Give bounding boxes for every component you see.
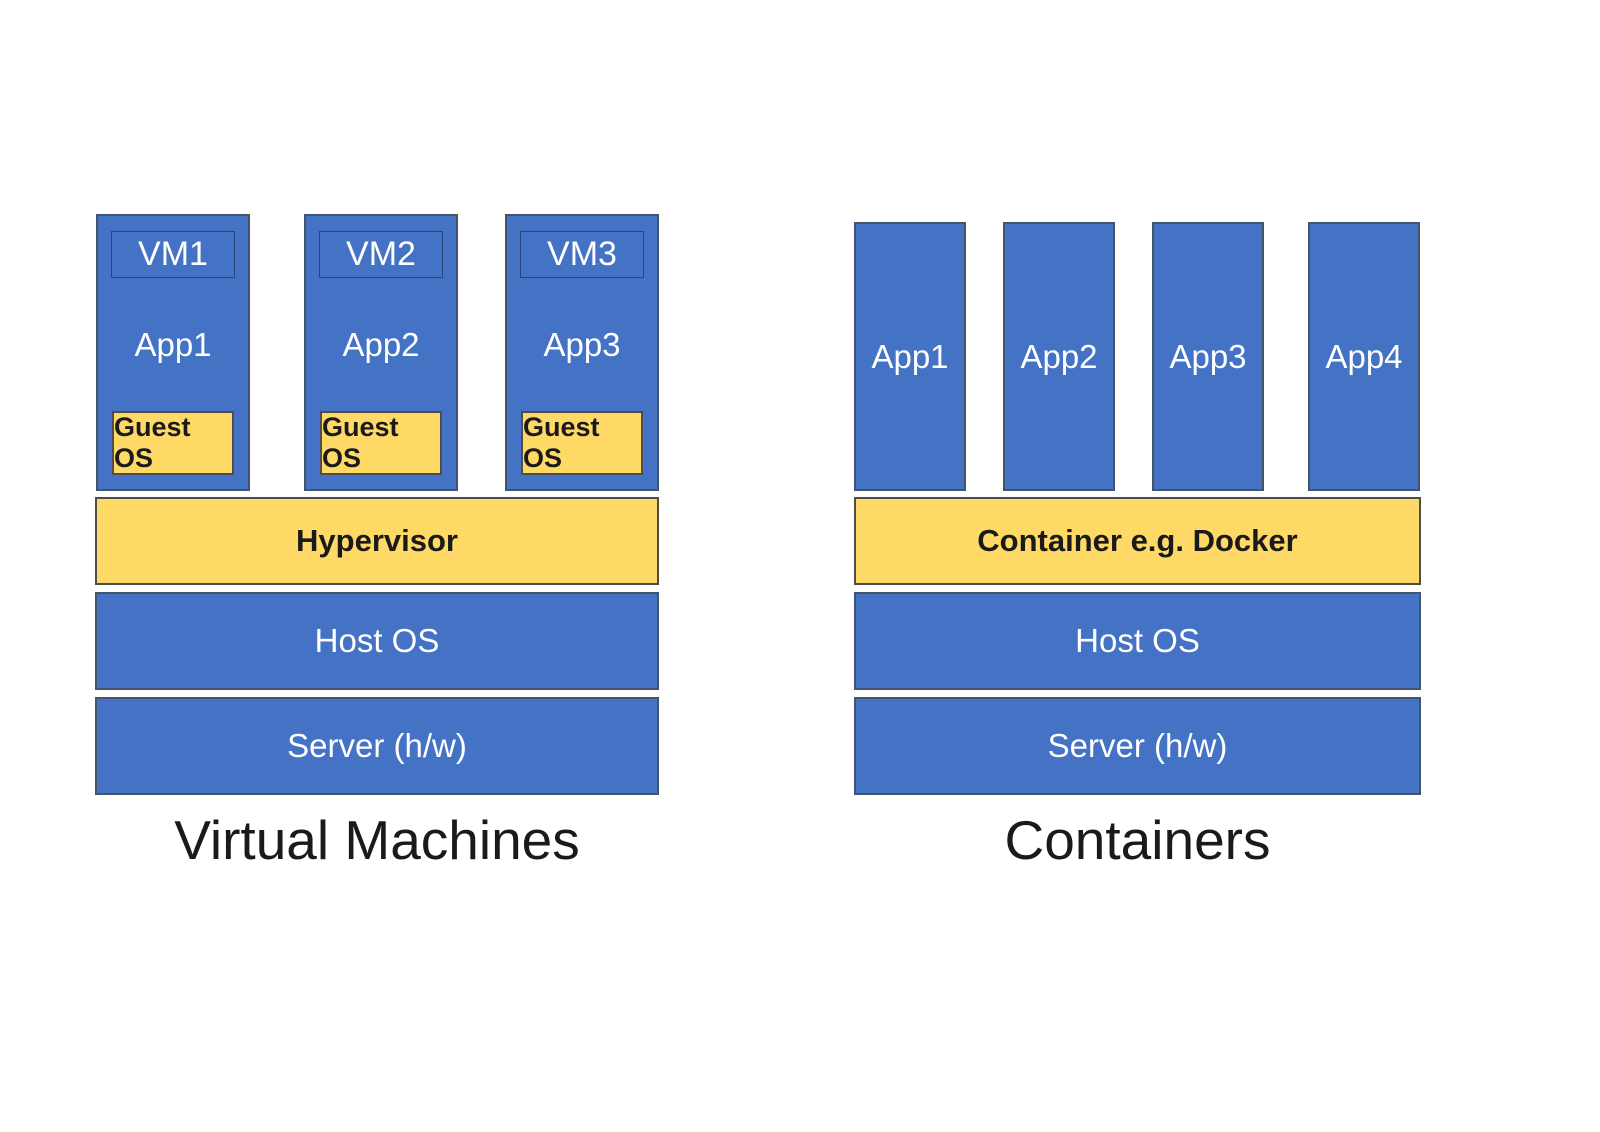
left-server-label: Server (h/w) (287, 727, 467, 764)
vm2-column: VM2 App2 Guest OS (304, 214, 458, 491)
vm1-label: VM1 (138, 235, 208, 273)
virtual-machines-title: Virtual Machines (174, 809, 580, 871)
vm3-app-label: App3 (543, 325, 621, 363)
hypervisor-label: Hypervisor (296, 523, 458, 558)
container-app3-column: App3 (1152, 222, 1264, 491)
left-host-os-label: Host OS (314, 622, 440, 659)
right-server-label: Server (h/w) (1047, 727, 1228, 764)
vm2-label: VM2 (346, 235, 416, 273)
right-host-os-bar: Host OS (854, 592, 1421, 690)
container-app4-label: App4 (1325, 337, 1403, 375)
vm1-guest-os-box: Guest OS (112, 411, 234, 475)
vm1-guest-os-label: Guest OS (114, 412, 191, 473)
container-app1-label: App1 (871, 337, 949, 375)
vm2-guest-os-label: Guest OS (322, 412, 399, 473)
vm3-column: VM3 App3 Guest OS (505, 214, 659, 491)
vm1-app-label: App1 (134, 325, 212, 363)
container-app2-label: App2 (1020, 337, 1098, 375)
left-host-os-bar: Host OS (95, 592, 659, 690)
containers-title: Containers (1004, 809, 1271, 871)
vm1-column: VM1 App1 Guest OS (96, 214, 250, 491)
hypervisor-bar: Hypervisor (95, 497, 659, 585)
container-app4-column: App4 (1308, 222, 1420, 491)
vm3-guest-os-label: Guest OS (523, 412, 600, 473)
vm2-guest-os-box: Guest OS (320, 411, 442, 475)
container-app2-column: App2 (1003, 222, 1115, 491)
right-server-bar: Server (h/w) (854, 697, 1421, 795)
vm1-label-box: VM1 (111, 231, 235, 278)
container-app1-column: App1 (854, 222, 966, 491)
container-app3-label: App3 (1169, 337, 1247, 375)
container-engine-label: Container e.g. Docker (977, 523, 1298, 558)
container-engine-bar: Container e.g. Docker (854, 497, 1421, 585)
left-server-bar: Server (h/w) (95, 697, 659, 795)
vm3-label: VM3 (547, 235, 617, 273)
right-host-os-label: Host OS (1075, 622, 1200, 659)
vm2-app-label: App2 (342, 325, 420, 363)
vm3-label-box: VM3 (520, 231, 644, 278)
vm3-guest-os-box: Guest OS (521, 411, 643, 475)
vm2-label-box: VM2 (319, 231, 443, 278)
